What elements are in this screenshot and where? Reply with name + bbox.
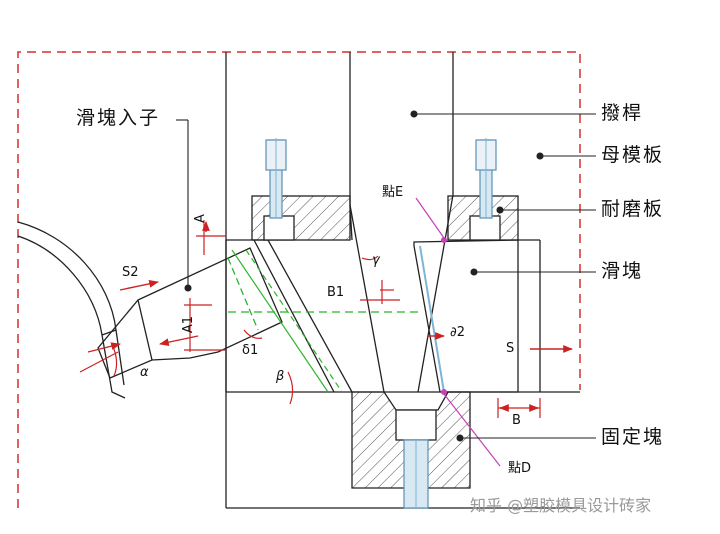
angle-pin: [349, 194, 454, 393]
angled-strip: [231, 249, 343, 393]
symbol-point-e: 點E: [382, 185, 404, 200]
symbol-s: S: [506, 341, 515, 356]
bolt-pad-left: [251, 138, 351, 241]
symbol-a: A: [192, 214, 208, 223]
symbol-b1: B1: [327, 285, 345, 300]
symbol-delta1: δ1: [242, 343, 259, 358]
point-e-dot: [441, 237, 447, 243]
label-angle-pin: 撥桿: [601, 102, 644, 124]
symbol-alpha: α: [140, 365, 149, 380]
plate-outlines: [225, 52, 580, 509]
watermark: 知乎 @塑胶模具设计砖家: [470, 496, 652, 515]
dimension-marks: [79, 220, 541, 418]
label-cavity-plate: 母模板: [601, 144, 665, 166]
label-fixed-block: 固定塊: [601, 426, 665, 448]
label-slider: 滑塊: [601, 260, 644, 282]
label-slider-insert: 滑塊入子: [76, 107, 161, 129]
housing-left: [225, 239, 353, 393]
label-wear-plate: 耐磨板: [601, 198, 665, 220]
wear-plate: [447, 138, 519, 241]
mold-boundary: [17, 51, 581, 508]
point-d-dot: [441, 389, 447, 395]
symbol-delta2: ∂2: [450, 325, 465, 340]
symbol-point-d: 點D: [508, 461, 532, 476]
slider-block: [413, 239, 541, 393]
fixed-block: [351, 391, 471, 509]
symbol-b: B: [512, 413, 521, 428]
symbol-gamma: γ: [372, 253, 380, 268]
symbol-s2: S2: [122, 265, 139, 280]
leader-lines: [176, 110, 596, 442]
symbol-beta: β: [276, 369, 285, 384]
product-part: [17, 221, 126, 399]
symbol-a1: A1: [181, 315, 197, 334]
motion-arrows: [87, 221, 573, 412]
slider-insert: [97, 247, 283, 379]
point-markers: [415, 197, 501, 467]
